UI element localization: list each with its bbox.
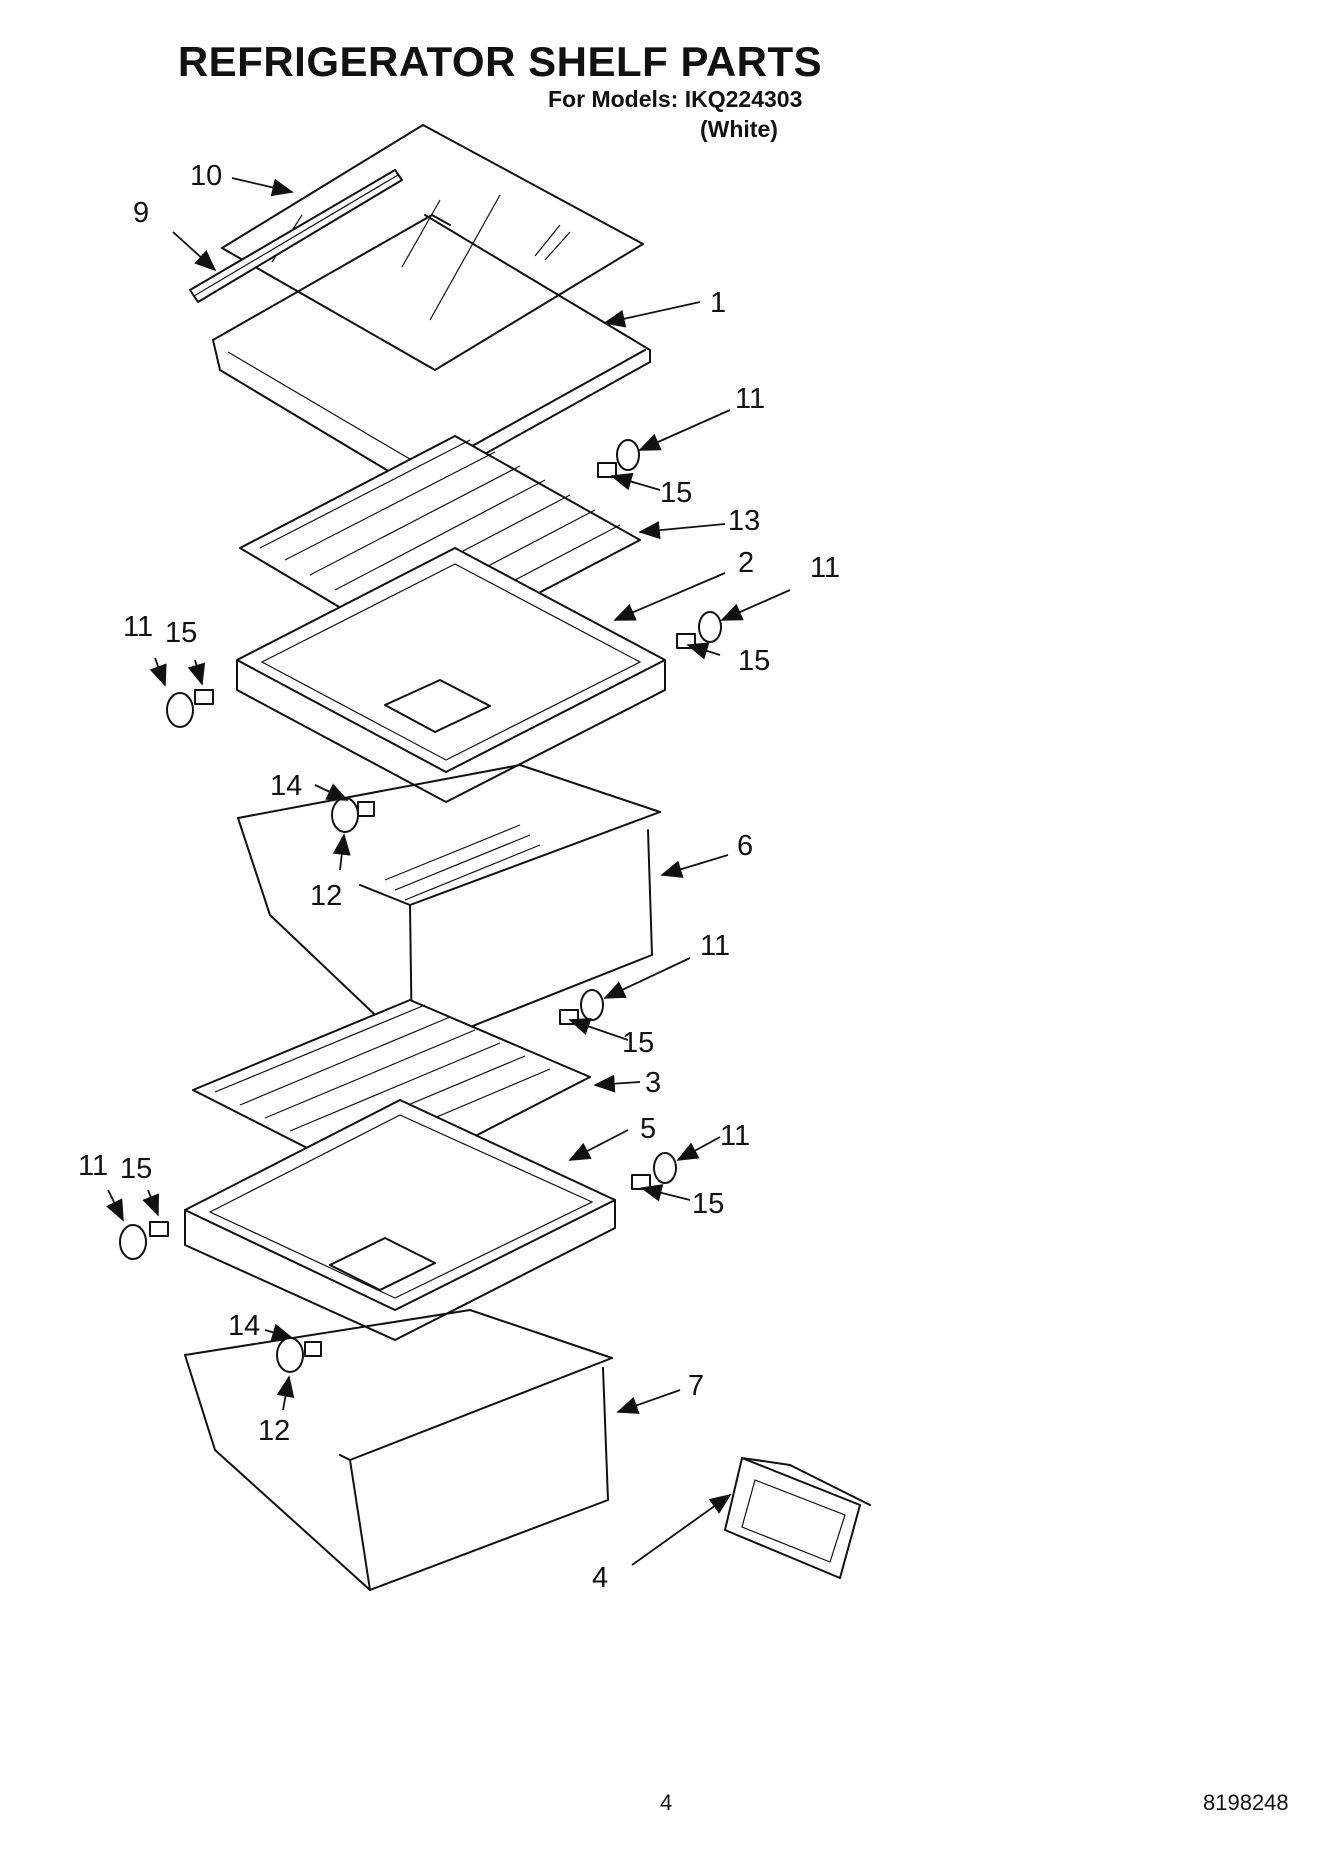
callout-12: 12 <box>258 1415 290 1447</box>
callout-15: 15 <box>692 1188 724 1220</box>
callout-1: 1 <box>710 287 726 319</box>
drawer-label-part-4 <box>724 1457 871 1579</box>
leader-arrows <box>106 177 791 1566</box>
callout-15: 15 <box>120 1153 152 1185</box>
callout-2: 2 <box>738 547 754 579</box>
callout-3: 3 <box>645 1067 661 1099</box>
callout-12: 12 <box>310 880 342 912</box>
crisper-frame-part-2 <box>236 547 666 803</box>
callout-7: 7 <box>688 1370 704 1402</box>
callout-11: 11 <box>123 611 153 643</box>
callout-9: 9 <box>133 197 149 229</box>
model-subtitle: For Models: IKQ224303 <box>548 86 803 112</box>
callout-13: 13 <box>728 505 760 537</box>
callout-11: 11 <box>700 930 730 962</box>
crisper-cover-part-13 <box>239 435 641 656</box>
callout-15: 15 <box>660 477 692 509</box>
callout-11: 11 <box>720 1120 750 1152</box>
crisper-drawer-part-7 <box>184 1309 613 1591</box>
callout-15: 15 <box>622 1027 654 1059</box>
callout-6: 6 <box>737 830 753 862</box>
color-note: (White) <box>700 116 778 142</box>
callout-11: 11 <box>78 1150 108 1182</box>
callout-10: 10 <box>190 160 222 192</box>
callout-14: 14 <box>270 770 302 802</box>
callout-14: 14 <box>228 1310 260 1342</box>
shelf-trim-part-9 <box>189 169 403 303</box>
document-number: 8198248 <box>1203 1790 1289 1815</box>
callout-5: 5 <box>640 1113 656 1145</box>
callout-11: 11 <box>735 383 765 415</box>
callout-15: 15 <box>738 645 770 677</box>
page-title: REFRIGERATOR SHELF PARTS <box>177 38 823 85</box>
callout-11: 11 <box>810 552 840 584</box>
callout-labels: 10 9 1 11 15 13 2 11 15 11 15 14 12 6 11… <box>78 160 840 1594</box>
page-number: 4 <box>660 1790 673 1815</box>
callout-15: 15 <box>165 617 197 649</box>
callout-4: 4 <box>592 1562 608 1594</box>
crisper-frame-part-5 <box>184 1099 616 1341</box>
